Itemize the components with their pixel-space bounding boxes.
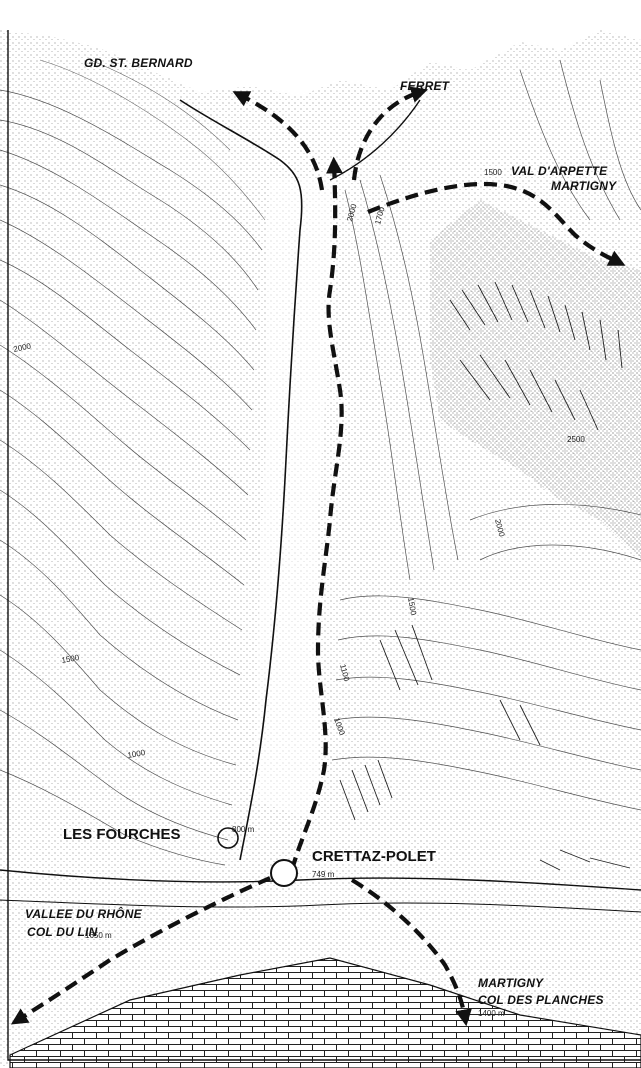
elev-1500-mid: 1500 bbox=[406, 597, 418, 617]
route-main-valley bbox=[289, 156, 344, 871]
elev-1400: 1400 m bbox=[478, 1009, 505, 1018]
label-martigny-top: MARTIGNY bbox=[551, 179, 617, 193]
route-vallee-du-rhone bbox=[10, 876, 271, 1025]
les-fourches-marker[interactable] bbox=[217, 827, 239, 849]
route-val-darpette bbox=[367, 181, 626, 266]
rhone-valley-edge bbox=[0, 869, 641, 891]
route-martigny-planches bbox=[350, 878, 472, 1027]
elev-1650: 1650 m bbox=[85, 931, 112, 940]
label-ferret: FERRET bbox=[400, 79, 451, 93]
label-col-des-planches: COL DES PLANCHES bbox=[478, 993, 604, 1007]
elev-2000-left: 2000 bbox=[13, 341, 33, 354]
map-frame bbox=[7, 30, 641, 1061]
elev-1000-left: 1000 bbox=[127, 748, 147, 760]
label-val-darpette: VAL D'ARPETTE bbox=[511, 164, 608, 178]
elev-1100: 1100 bbox=[338, 663, 351, 682]
label-col-du-lin: COL DU LIN bbox=[27, 925, 98, 939]
elev-2500: 2500 bbox=[567, 435, 585, 444]
rock-hachures bbox=[339, 281, 631, 871]
crettaz-polet-marker[interactable] bbox=[270, 859, 298, 887]
route-ferret bbox=[351, 86, 428, 181]
elev-800: 800 m bbox=[232, 825, 255, 834]
label-martigny-bottom: MARTIGNY bbox=[478, 976, 544, 990]
ground-section bbox=[9, 957, 641, 1068]
contour-lines-left bbox=[0, 59, 266, 866]
rhone-valley-edge-2 bbox=[0, 899, 641, 913]
sky-area bbox=[0, 0, 641, 96]
routes bbox=[10, 86, 626, 1027]
label-crettaz-polet: CRETTAZ-POLET bbox=[312, 848, 436, 865]
label-gd-st-bernard: GD. ST. BERNARD bbox=[84, 56, 193, 70]
elev-749: 749 m bbox=[312, 870, 335, 879]
label-les-fourches: LES FOURCHES bbox=[63, 826, 181, 843]
label-vallee-du-rhone: VALLEE DU RHÔNE bbox=[25, 906, 143, 921]
river-ferret bbox=[329, 99, 421, 181]
contour-lines-right bbox=[331, 59, 641, 811]
river-main bbox=[179, 99, 303, 861]
elev-1500-left: 1500 bbox=[61, 653, 81, 665]
elev-1500-top: 1500 bbox=[484, 168, 502, 177]
